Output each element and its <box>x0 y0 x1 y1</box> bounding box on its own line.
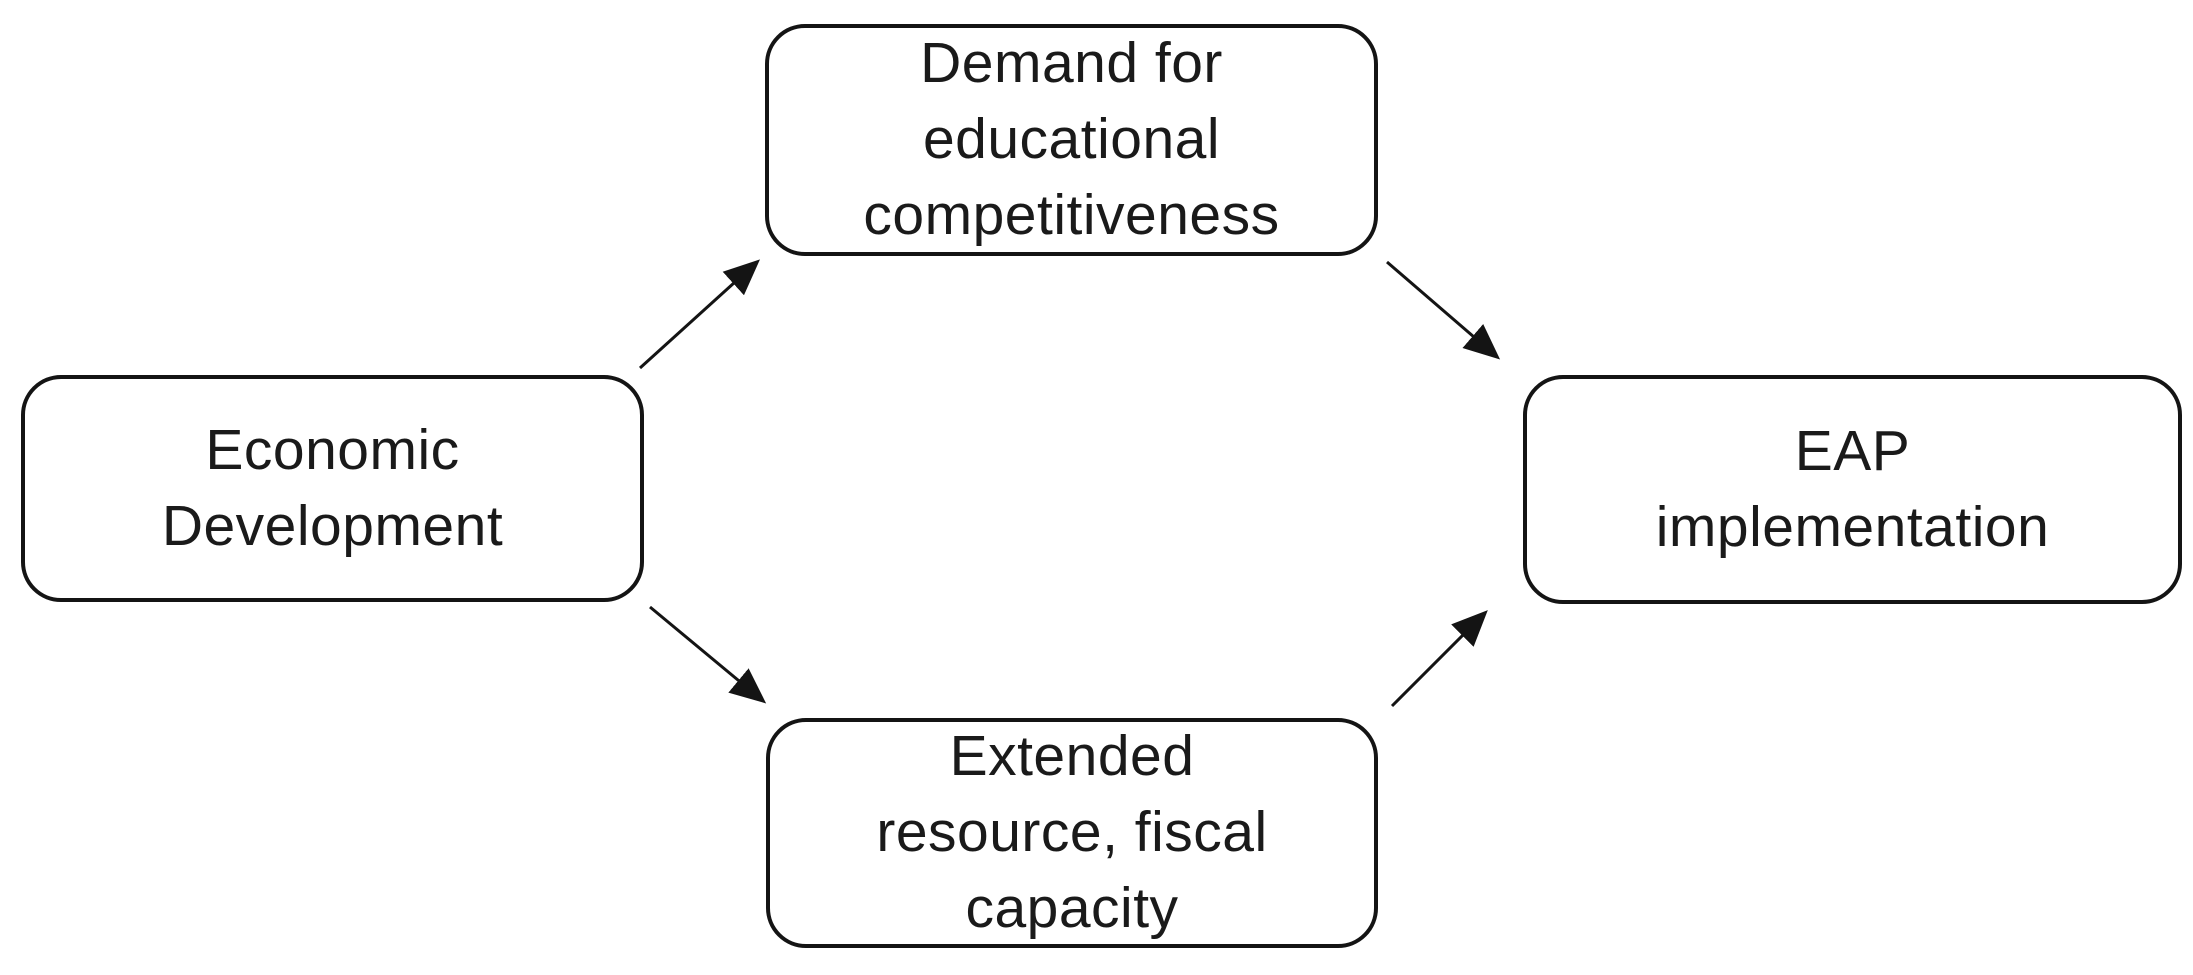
arrow-demand-to-eap <box>1386 260 1501 360</box>
arrow-economic-to-extended <box>649 605 767 704</box>
node-economic-development: Economic Development <box>21 375 644 602</box>
node-demand-educational-competitiveness: Demand for educational competitiveness <box>765 24 1378 256</box>
arrow-economic-to-demand <box>638 259 761 370</box>
node-eap-implementation: EAP implementation <box>1523 375 2182 604</box>
node-extended-resource-fiscal-capacity: Extended resource, fiscal capacity <box>766 718 1378 948</box>
arrow-extended-to-eap <box>1390 610 1488 708</box>
